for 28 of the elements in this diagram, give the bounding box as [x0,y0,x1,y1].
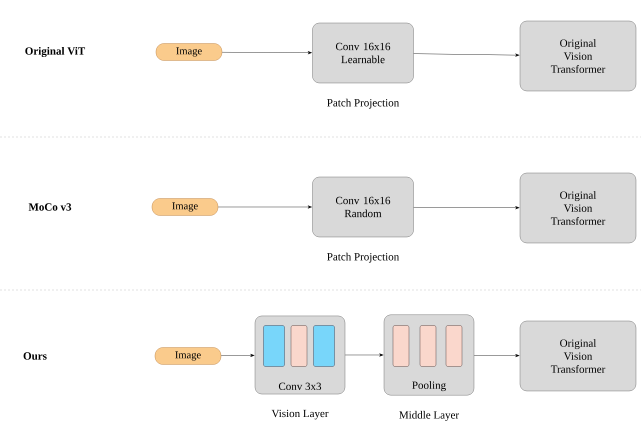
arrow [222,51,312,54]
transformer-box: Original Vision Transformer [520,20,636,92]
process-box: Conv 16x16 Random [312,176,414,238]
transformer-box: Original Vision Transformer [520,320,636,392]
arrow [414,206,520,210]
layer-caption: Patch Projection [327,252,400,263]
feature-map [392,325,410,367]
feature-map [263,325,285,367]
feature-map [420,325,436,367]
row-title: MoCo v3 [28,203,72,211]
arrow [345,353,384,357]
input-pill: Image [154,347,222,365]
layer-caption: Middle Layer [399,410,459,421]
arrow [474,354,520,358]
input-pill: Image [152,198,218,216]
process-box: Conv 16x16 Learnable [312,22,414,84]
layer-caption: Vision Layer [272,410,328,420]
transformer-box: Original Vision Transformer [520,172,636,244]
feature-map [290,325,308,367]
arrow [221,354,254,358]
input-pill: Image [156,43,222,61]
feature-map [313,325,335,367]
arrow [218,205,312,209]
row-title: Ours [24,352,47,360]
layer-caption: Patch Projection [327,98,400,109]
feature-map [446,325,462,367]
row-title: Original ViT [25,46,86,58]
arrow [414,54,520,57]
